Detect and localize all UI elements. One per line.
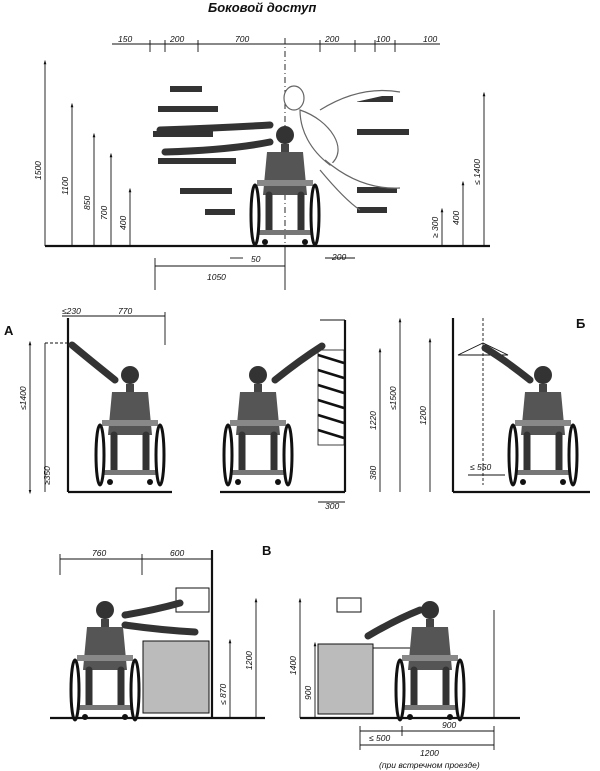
dim-1200-v: 1200 xyxy=(244,651,254,670)
reaching-ghost-figure xyxy=(283,85,401,211)
section-b: Б 1200 ≤ 550 xyxy=(418,316,590,494)
dim-700: 700 xyxy=(99,206,109,220)
dim-380: 380 xyxy=(368,466,378,480)
note-counterflow: (при встречном проезде) xyxy=(379,760,480,770)
dim-400: 400 xyxy=(118,216,128,230)
dim-top-150: 150 xyxy=(118,34,132,44)
dim-le-500: ≤ 500 xyxy=(369,733,390,743)
dim-1220: 1220 xyxy=(368,411,378,430)
label-b: Б xyxy=(576,316,585,331)
dim-top-100-a: 100 xyxy=(376,34,390,44)
dim-400-right: 400 xyxy=(451,211,461,225)
dim-600: 600 xyxy=(170,548,184,558)
dim-770: 770 xyxy=(118,306,132,316)
dim-le-1500: ≤1500 xyxy=(388,386,398,410)
section-a: А ≤230 770 ≤1400 ≥350 1220 ≤1500 380 300 xyxy=(4,306,402,511)
dim-850: 850 xyxy=(82,196,92,210)
label-a: А xyxy=(4,323,14,338)
dim-le-1400-a: ≤1400 xyxy=(18,386,28,410)
dim-ge-350: ≥350 xyxy=(42,466,52,485)
dim-1500: 1500 xyxy=(33,161,43,180)
dim-1050: 1050 xyxy=(207,272,226,282)
dim-1200-bottom: 1200 xyxy=(420,748,439,758)
dim-top-700: 700 xyxy=(235,34,249,44)
dim-top-200: 200 xyxy=(169,34,184,44)
dim-900-v: 900 xyxy=(303,686,313,700)
dim-900-bottom: 900 xyxy=(442,720,456,730)
dim-top-200-right: 200 xyxy=(324,34,339,44)
dim-50: 50 xyxy=(251,254,261,264)
dim-300: 300 xyxy=(325,501,339,511)
label-v: В xyxy=(262,543,271,558)
dim-1400-v: 1400 xyxy=(288,656,298,675)
dim-top-100-b: 100 xyxy=(423,34,437,44)
dim-760: 760 xyxy=(92,548,106,558)
dim-le-1400: ≤ 1400 xyxy=(472,159,482,185)
dim-200-bottom: 200 xyxy=(331,252,346,262)
dim-le-550: ≤ 550 xyxy=(470,462,491,472)
dim-1200-b: 1200 xyxy=(418,406,428,425)
dim-1100: 1100 xyxy=(60,176,70,195)
diagram-title: Боковой доступ xyxy=(208,0,316,15)
dim-le-870: ≤ 870 xyxy=(218,684,228,705)
dim-ge-300: ≥ 300 xyxy=(430,217,440,238)
section-v: В 760 600 ≤ 870 1200 1400 900 xyxy=(50,543,520,770)
dim-le-230: ≤230 xyxy=(62,306,81,316)
top-section: 150 200 700 200 100 100 1500 1100 850 70… xyxy=(33,34,490,290)
